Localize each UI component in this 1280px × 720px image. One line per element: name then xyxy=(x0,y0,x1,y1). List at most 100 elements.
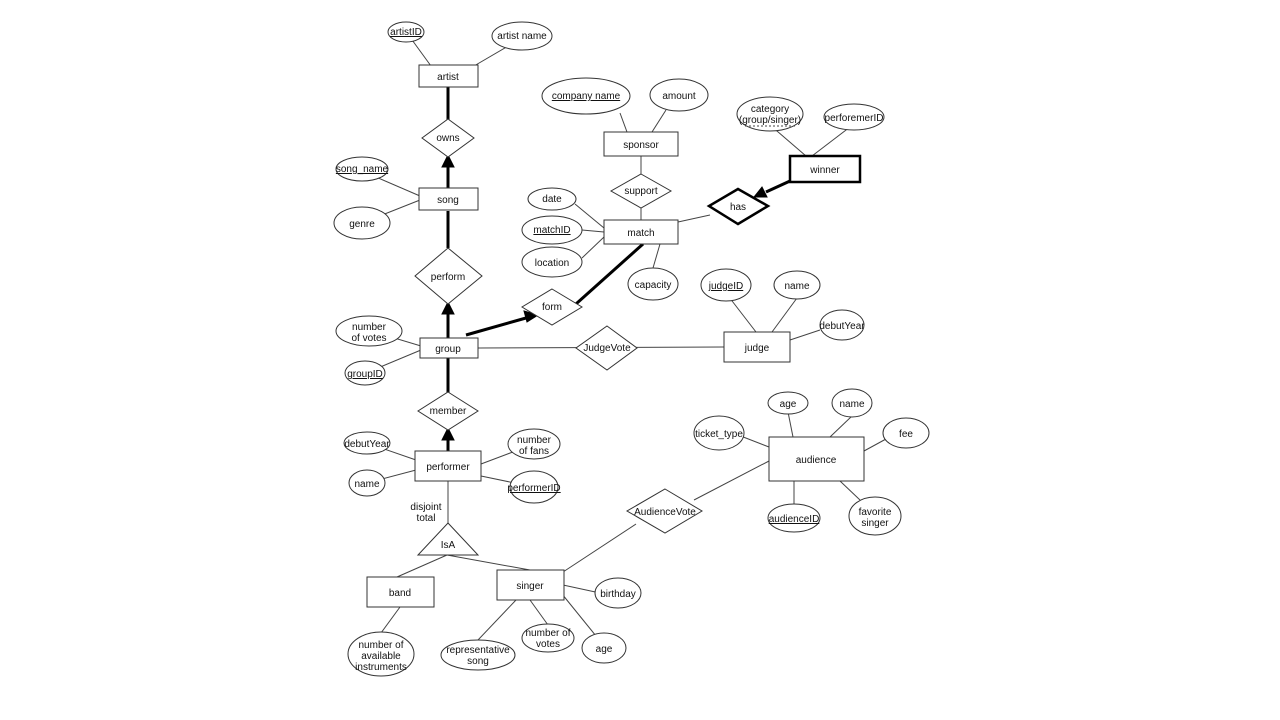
relationship-judgevote: JudgeVote xyxy=(575,325,638,371)
entity-label: performer xyxy=(426,462,470,473)
edge-favoritesinger-audience xyxy=(839,480,861,501)
attribute-singer-number-of-votes: number of votes xyxy=(521,623,575,653)
edge-singer-votes xyxy=(529,599,549,626)
edge-name-judge xyxy=(771,297,798,333)
entity-label: audience xyxy=(796,455,837,466)
attribute-label-key: company name xyxy=(552,91,621,102)
attribute-fee: fee xyxy=(882,417,930,449)
attribute-label: debutYear xyxy=(344,439,390,450)
svg-text:favorite: favorite xyxy=(859,507,892,518)
svg-text:number of: number of xyxy=(525,628,570,639)
attribute-singer-age: age xyxy=(581,632,627,664)
attribute-label: age xyxy=(596,644,613,655)
isa-constraint-total: total xyxy=(417,513,436,524)
entity-artist: artist xyxy=(418,64,479,88)
relationship-label: has xyxy=(730,202,746,213)
attribute-match-id: matchID xyxy=(521,215,583,245)
attribute-label: ticket_type xyxy=(695,429,743,440)
attribute-performer-id: performerID xyxy=(507,470,561,504)
arrowhead-has xyxy=(752,186,768,198)
relationship-form: form xyxy=(521,288,583,326)
svg-text:(group/singer): (group/singer) xyxy=(739,115,801,126)
arrow-winner-has xyxy=(765,179,791,194)
entity-performer: performer xyxy=(414,450,482,482)
attribute-label: name xyxy=(354,479,379,490)
svg-text:representative: representative xyxy=(446,645,510,656)
edge-form-match xyxy=(565,242,645,314)
attribute-label: birthday xyxy=(600,589,636,600)
svg-text:of fans: of fans xyxy=(519,446,549,457)
attribute-audience-id: audienceID xyxy=(767,503,821,533)
attribute-label-key: performerID xyxy=(507,483,560,494)
attribute-company-name: company name xyxy=(541,77,631,115)
attribute-date: date xyxy=(527,187,577,211)
attribute-performer-name: name xyxy=(348,469,386,497)
relationship-label: JudgeVote xyxy=(583,343,631,354)
edge-capacity-match xyxy=(652,243,661,269)
svg-text:number: number xyxy=(517,435,552,446)
attribute-label-key: song_name xyxy=(336,164,389,175)
edge-isa-singer xyxy=(446,554,531,571)
attribute-ticket-type: ticket_type xyxy=(693,415,745,451)
entity-label: judge xyxy=(744,343,770,354)
entity-band: band xyxy=(366,576,435,608)
relationship-label: form xyxy=(542,302,562,313)
relationship-label: AudienceVote xyxy=(634,507,696,518)
entity-group: group xyxy=(419,337,479,359)
svg-text:votes: votes xyxy=(536,639,560,650)
attribute-audience-name: name xyxy=(831,388,873,418)
edge-location-match xyxy=(581,236,605,259)
attribute-label: artist name xyxy=(497,31,547,42)
edge-fee-audience xyxy=(863,438,887,452)
attribute-birthday: birthday xyxy=(594,577,642,609)
edge-companyname-sponsor xyxy=(619,112,628,133)
attribute-label: amount xyxy=(662,91,696,102)
attribute-artist-id: artistID xyxy=(387,21,425,43)
attribute-group-id: groupID xyxy=(344,360,386,386)
edge-singer-audiencevote xyxy=(562,523,637,573)
isa-constraint: disjoint total xyxy=(410,502,441,524)
attribute-artist-name: artist name xyxy=(491,21,553,51)
entity-label: singer xyxy=(516,581,544,592)
attribute-judge-id: judgeID xyxy=(700,268,752,302)
attribute-label-key: groupID xyxy=(347,369,383,380)
edge-isa-band xyxy=(396,554,448,578)
relationship-has: has xyxy=(706,187,771,226)
entity-song: song xyxy=(418,187,479,211)
attribute-label-key: artistID xyxy=(390,27,422,38)
attribute-capacity: capacity xyxy=(627,267,679,301)
attribute-label-key: audienceID xyxy=(769,514,820,525)
svg-text:category: category xyxy=(751,104,789,115)
relationship-label: owns xyxy=(436,133,459,144)
attribute-label-key: matchID xyxy=(533,225,570,236)
entity-sponsor: sponsor xyxy=(603,131,679,157)
entity-label: song xyxy=(437,195,459,206)
attribute-label: date xyxy=(542,194,562,205)
attribute-label: debutYear xyxy=(819,321,865,332)
edge-amount-sponsor xyxy=(651,109,667,133)
attribute-representative-song: representative song xyxy=(440,639,516,671)
attribute-audience-age: age xyxy=(767,391,809,415)
svg-text:number of: number of xyxy=(358,640,403,651)
svg-text:song: song xyxy=(467,656,489,667)
entity-label: band xyxy=(389,588,411,599)
svg-text:instruments: instruments xyxy=(355,662,407,673)
arrowhead-perform xyxy=(441,300,455,315)
attribute-label-key: judgeID xyxy=(708,281,743,292)
entity-label: group xyxy=(435,344,461,355)
attribute-label: location xyxy=(535,258,569,269)
attribute-label: capacity xyxy=(635,280,672,291)
isa-label: IsA xyxy=(441,540,456,551)
edge-band-instruments xyxy=(380,606,401,634)
attribute-label: age xyxy=(780,399,797,410)
entity-judge: judge xyxy=(723,331,791,363)
attribute-label: genre xyxy=(349,219,375,230)
arrowhead-form xyxy=(523,310,540,323)
edge-performerid-winner xyxy=(811,126,851,157)
isa-constraint-disjoint: disjoint xyxy=(410,502,441,513)
relationship-label: support xyxy=(624,186,658,197)
attribute-location: location xyxy=(521,246,583,278)
attribute-favorite-singer: favorite singer xyxy=(848,496,902,536)
svg-text:available: available xyxy=(361,651,401,662)
